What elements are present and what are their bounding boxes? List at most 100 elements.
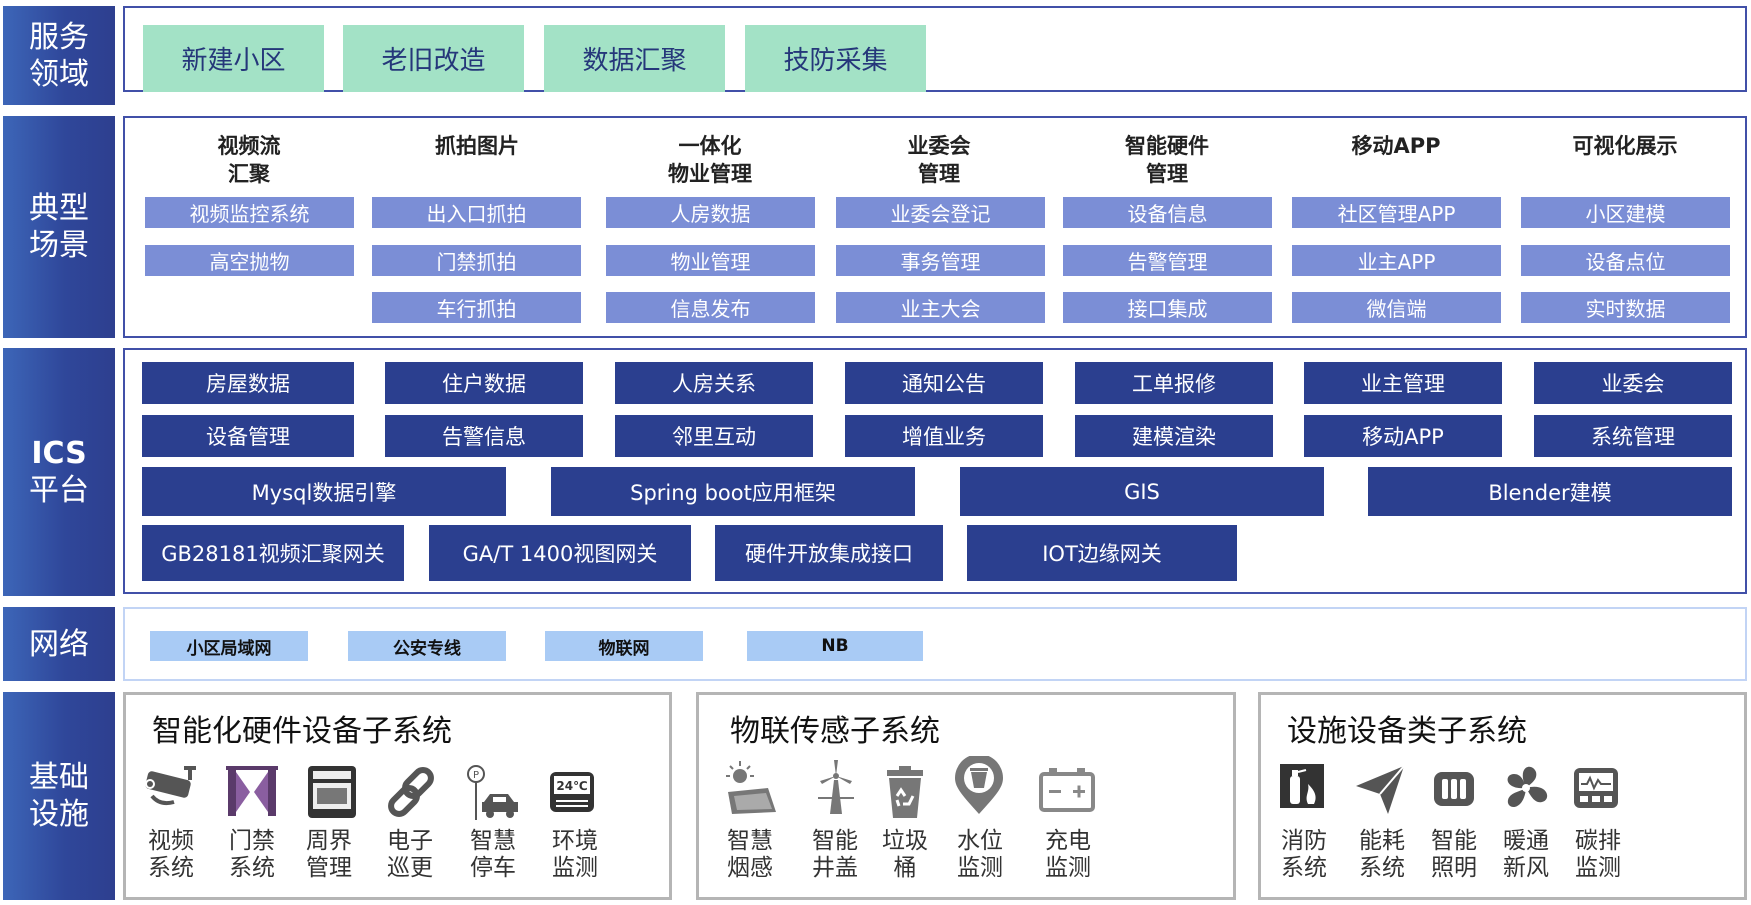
scene-item: 业委会登记 (836, 197, 1045, 228)
row-label-infra: 基础 设施 (3, 692, 115, 900)
ics-module: 增值业务 (845, 415, 1043, 457)
scene-column-header: 业委会 管理 (833, 130, 1045, 190)
scene-item: 高空抛物 (145, 245, 354, 276)
device-caption: 门禁 系统 (217, 828, 287, 882)
ics-framework: Blender建模 (1368, 467, 1732, 516)
ics-framework: Mysql数据引擎 (142, 467, 506, 516)
scene-header-line: 可视化展示 (1572, 134, 1678, 158)
scene-item: 物业管理 (606, 245, 815, 276)
row-label-line: 典型 (29, 191, 89, 226)
wind-turbine-icon (818, 760, 854, 814)
cctv-camera-icon (145, 766, 196, 806)
caption-line: 智慧 (470, 828, 516, 854)
scene-item: 实时数据 (1521, 292, 1730, 323)
device-caption: 电子 巡更 (375, 828, 445, 882)
paper-plane-icon (1356, 765, 1405, 814)
scene-column-header: 视频流 汇聚 (143, 130, 355, 190)
device-caption: 消防 系统 (1269, 828, 1339, 882)
thermometer-display-text: 24℃ (556, 779, 587, 793)
scene-item: 车行抓拍 (372, 292, 581, 323)
parking-car-icon: P (467, 765, 518, 820)
row-label-line: 设施 (29, 797, 89, 832)
ics-module: 告警信息 (385, 415, 583, 457)
caption-line: 监测 (1575, 855, 1621, 881)
scene-item: 接口集成 (1063, 292, 1272, 323)
scene-item: 业主APP (1292, 245, 1501, 276)
subsystem-title: 智能化硬件设备子系统 (152, 714, 452, 749)
subsystem-title: 设施设备类子系统 (1287, 714, 1527, 749)
ics-module: 系统管理 (1534, 415, 1732, 457)
row-label-line: ICS (31, 436, 87, 471)
scene-item: 社区管理APP (1292, 197, 1501, 228)
row-label-line: 服务 (29, 19, 89, 55)
device-caption: 暖通 新风 (1491, 828, 1561, 882)
light-panel-icon (1434, 772, 1474, 806)
scene-column-header: 抓拍图片 (371, 130, 583, 162)
device-caption: 垃圾 桶 (870, 828, 940, 882)
ics-gateway: IOT边缘网关 (967, 525, 1237, 581)
caption-line: 周界 (306, 828, 352, 854)
caption-line: 系统 (1281, 855, 1327, 881)
service-box: 老旧改造 (343, 25, 524, 92)
caption-line: 停车 (470, 855, 516, 881)
device-caption: 环境 监测 (540, 828, 610, 882)
scene-header-line: 汇聚 (228, 162, 270, 186)
ics-framework: GIS (960, 467, 1324, 516)
scene-item: 信息发布 (606, 292, 815, 323)
caption-line: 垃圾 (882, 828, 928, 854)
device-caption: 能耗 系统 (1347, 828, 1417, 882)
caption-line: 环境 (552, 828, 598, 854)
caption-line: 新风 (1503, 855, 1549, 881)
scene-item: 设备点位 (1521, 245, 1730, 276)
subsystem-title: 物联传感子系统 (730, 714, 940, 749)
recycle-bin-icon (887, 766, 923, 818)
row-label-line: 场景 (29, 228, 89, 263)
ics-module: 邻里互动 (615, 415, 813, 457)
scene-header-line: 智能硬件 (1125, 134, 1209, 158)
caption-line: 管理 (306, 855, 352, 881)
network-box: 小区局域网 (150, 631, 308, 661)
scene-header-line: 物业管理 (668, 162, 752, 186)
scene-item: 微信端 (1292, 292, 1501, 323)
device-caption: 智能 照明 (1419, 828, 1489, 882)
scene-column-header: 一体化 物业管理 (604, 130, 816, 190)
row-label-scene: 典型 场景 (3, 116, 115, 338)
row-label-ics: ICS 平台 (3, 348, 115, 596)
caption-line: 消防 (1281, 828, 1327, 854)
network-box: 物联网 (545, 631, 703, 661)
caption-line: 碳排 (1575, 828, 1621, 854)
ics-gateway: 硬件开放集成接口 (715, 525, 943, 581)
device-caption: 智慧 停车 (458, 828, 528, 882)
scene-column-header: 可视化展示 (1519, 130, 1731, 162)
water-level-pin-icon (955, 756, 1003, 814)
caption-line: 系统 (1359, 855, 1405, 881)
caption-line: 门禁 (229, 828, 275, 854)
caption-line: 暖通 (1503, 828, 1549, 854)
caption-line: 监测 (957, 855, 1003, 881)
ics-module: 设备管理 (142, 415, 354, 457)
scene-item: 业主大会 (836, 292, 1045, 323)
scene-item: 视频监控系统 (145, 197, 354, 228)
caption-line: 系统 (148, 855, 194, 881)
device-caption: 碳排 监测 (1563, 828, 1633, 882)
caption-line: 智能 (1431, 828, 1477, 854)
scene-column-header: 智能硬件 管理 (1061, 130, 1273, 190)
caption-line: 水位 (957, 828, 1003, 854)
row-label-line: 基础 (29, 760, 89, 795)
scene-header-line: 管理 (918, 162, 960, 186)
scene-item: 设备信息 (1063, 197, 1272, 228)
caption-line: 桶 (893, 855, 917, 881)
thermometer-display-icon: 24℃ (550, 772, 594, 812)
ics-module: 移动APP (1304, 415, 1502, 457)
scene-column-header: 移动APP (1290, 130, 1502, 162)
perimeter-panel-icon (308, 766, 356, 818)
ics-framework: Spring boot应用框架 (551, 467, 915, 516)
svg-text:P: P (473, 770, 479, 781)
battery-icon (1039, 768, 1095, 812)
ics-module: 业委会 (1534, 362, 1732, 404)
ics-gateway: GB28181视频汇聚网关 (142, 525, 404, 581)
row-label-line: 领域 (29, 56, 89, 92)
device-caption: 充电 监测 (1033, 828, 1103, 882)
row-label-line: 平台 (29, 473, 89, 508)
scene-header-line: 抓拍图片 (435, 134, 519, 158)
